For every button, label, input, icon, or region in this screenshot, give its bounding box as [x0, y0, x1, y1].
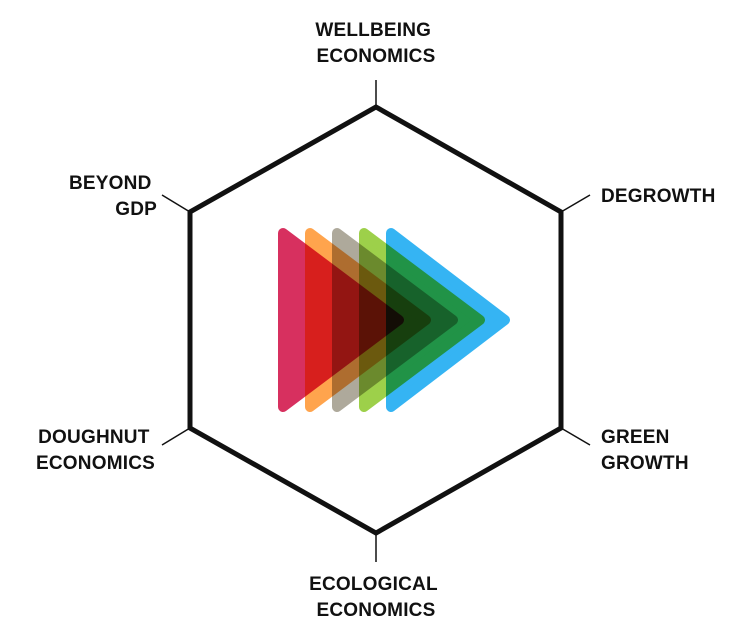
- label-green-growth: GREEN GROWTH: [601, 427, 689, 474]
- label-green-growth-line1: GREEN: [601, 427, 670, 448]
- label-degrowth-line1: DEGROWTH: [601, 186, 716, 207]
- label-degrowth: DEGROWTH: [601, 186, 716, 207]
- connector-lower-left: [161, 427, 191, 446]
- label-doughnut-economics: DOUGHNUT ECONOMICS: [36, 427, 155, 474]
- label-beyond-gdp: BEYOND GDP: [69, 173, 157, 220]
- layered-play-triangles: [278, 228, 510, 412]
- hexagon-frame: [187, 104, 564, 536]
- triangle-blue: [386, 228, 510, 412]
- label-ecological-economics-line2: ECONOMICS: [317, 600, 436, 621]
- connector-upper-left: [161, 194, 191, 213]
- connector-lines: [161, 80, 591, 562]
- label-wellbeing-economics: WELLBEING ECONOMICS: [315, 20, 436, 67]
- label-wellbeing-economics-line1: WELLBEING: [315, 20, 431, 41]
- label-beyond-gdp-line2: GDP: [115, 199, 157, 220]
- label-wellbeing-economics-line2: ECONOMICS: [317, 46, 436, 67]
- label-green-growth-line2: GROWTH: [601, 453, 689, 474]
- label-ecological-economics: ECOLOGICAL ECONOMICS: [309, 574, 443, 621]
- label-doughnut-economics-line2: ECONOMICS: [36, 453, 155, 474]
- label-ecological-economics-line1: ECOLOGICAL: [309, 574, 438, 595]
- label-beyond-gdp-line1: BEYOND: [69, 173, 152, 194]
- label-doughnut-economics-line1: DOUGHNUT: [38, 427, 150, 448]
- connector-upper-right: [560, 194, 591, 213]
- connector-lower-right: [560, 427, 591, 446]
